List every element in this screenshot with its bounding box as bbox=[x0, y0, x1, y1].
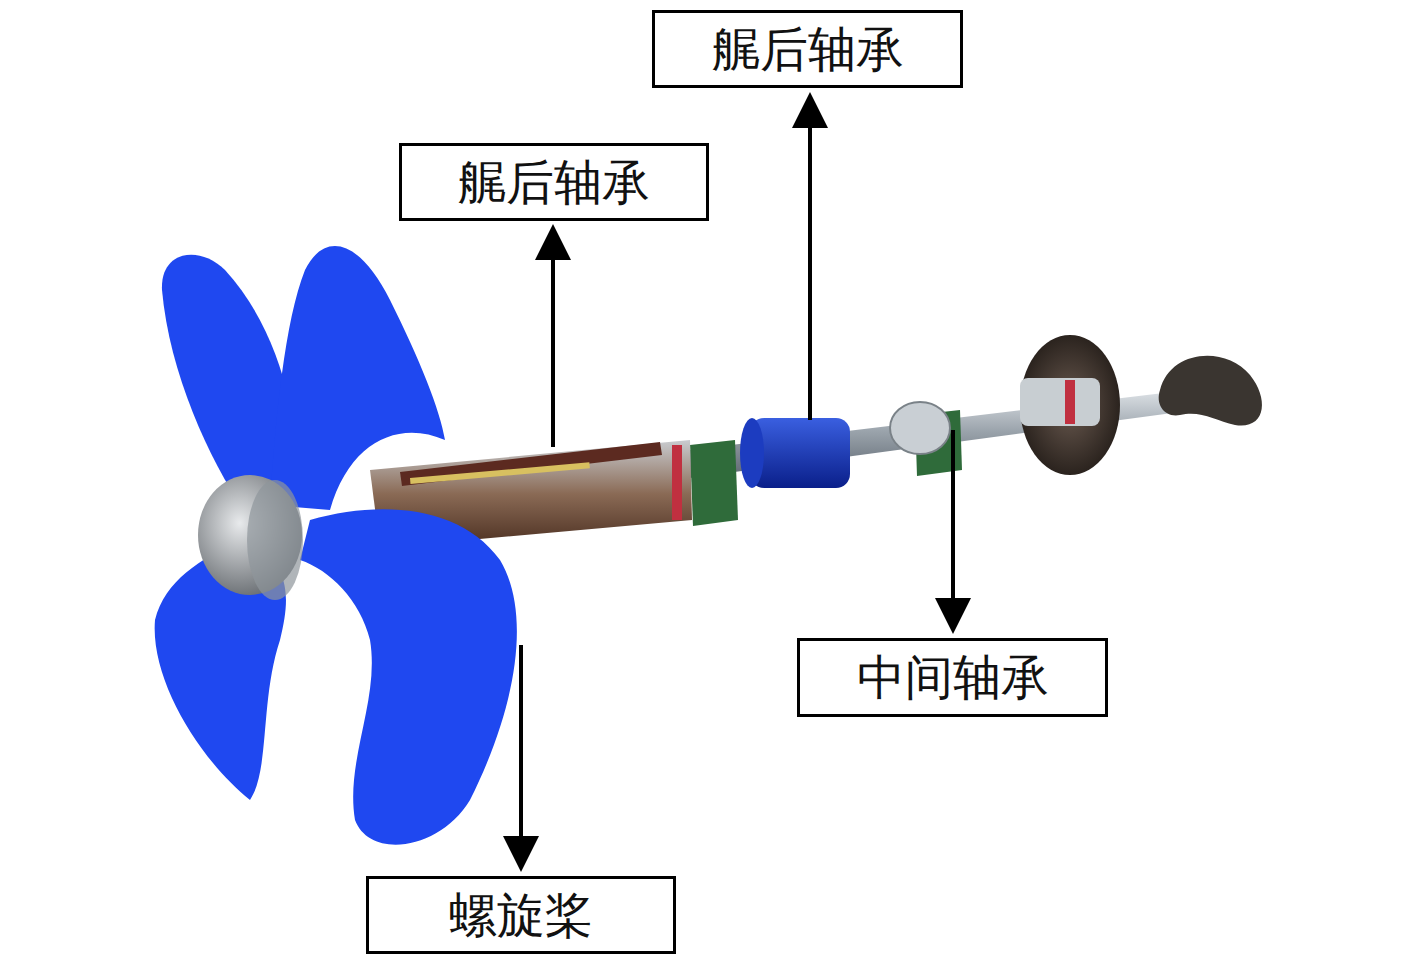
label-text: 艉后轴承 bbox=[458, 156, 650, 209]
label-text: 螺旋桨 bbox=[449, 889, 593, 942]
stern-bearing-fwd bbox=[750, 418, 850, 488]
stern-tube-cutaway bbox=[400, 442, 662, 486]
label-text: 中间轴承 bbox=[857, 651, 1049, 704]
label-box: 螺旋桨 bbox=[366, 876, 676, 954]
stern-bearing-face bbox=[740, 418, 764, 488]
flange-disk bbox=[1020, 335, 1120, 475]
bearing-liner bbox=[410, 462, 590, 484]
label-box: 艉后轴承 bbox=[652, 10, 963, 88]
coupling bbox=[1020, 378, 1100, 426]
label-box: 中间轴承 bbox=[797, 638, 1108, 717]
crank-end bbox=[1159, 356, 1262, 426]
label-box: 艉后轴承 bbox=[399, 143, 709, 221]
propeller bbox=[155, 246, 517, 845]
aft-bearing-block bbox=[690, 440, 738, 526]
intermediate-bearing bbox=[890, 402, 950, 454]
coupling-ring bbox=[1065, 380, 1075, 424]
seal-ring bbox=[672, 445, 682, 520]
leader-lines bbox=[521, 120, 953, 842]
hub-ring bbox=[247, 480, 303, 600]
label-text: 艉后轴承 bbox=[712, 23, 904, 76]
